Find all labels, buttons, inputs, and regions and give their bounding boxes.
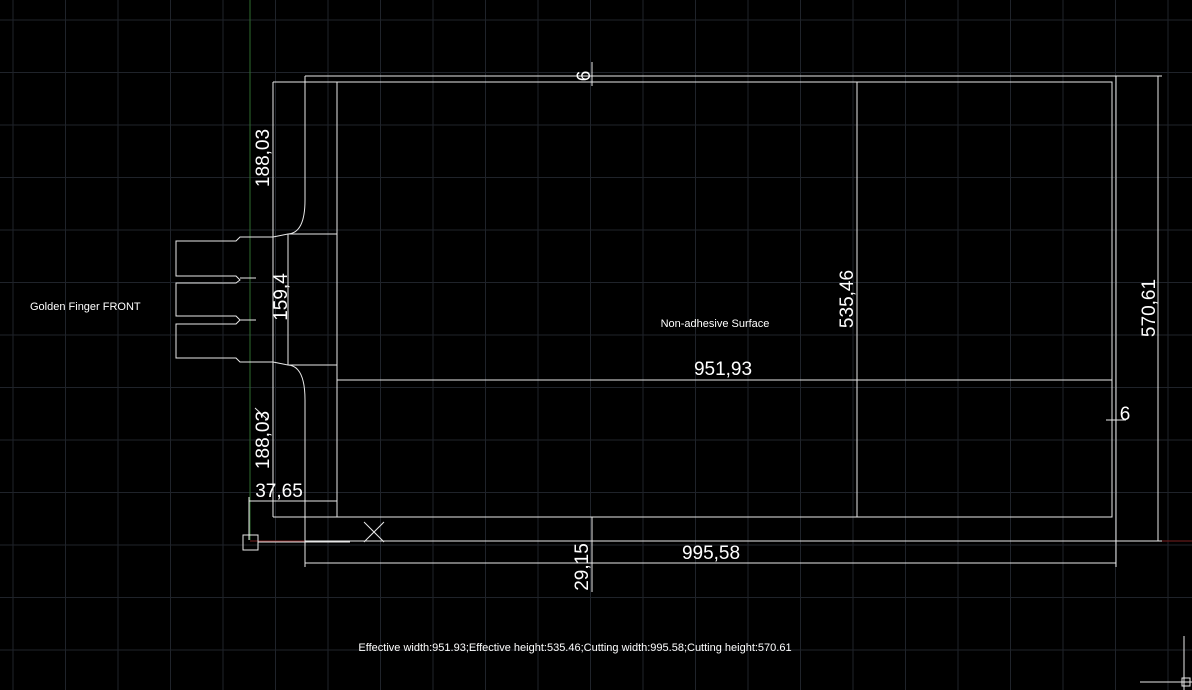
dim-effective-width: 951,93 bbox=[694, 359, 752, 380]
golden-finger-label: Golden Finger FRONT bbox=[30, 301, 141, 313]
dim-left-margin: 37,65 bbox=[255, 481, 303, 502]
golden-finger-outline[interactable] bbox=[287, 233, 337, 366]
dim-right-margin: 6 bbox=[1120, 404, 1131, 425]
dim-finger-height: 159,4 bbox=[271, 273, 292, 321]
dim-bottom-offset: 29,15 bbox=[572, 543, 593, 591]
cutting-outline[interactable] bbox=[305, 75, 1117, 542]
summary-label: Effective width:951.93;Effective height:… bbox=[358, 642, 791, 654]
dim-upper-offset: 188,03 bbox=[253, 129, 274, 187]
cutting-outline-upper-fillet bbox=[287, 199, 306, 235]
non-adhesive-label: Non-adhesive Surface bbox=[661, 318, 770, 330]
dim-lower-offset: 188,03 bbox=[253, 411, 274, 469]
cutting-outline-lower-fillet bbox=[287, 364, 306, 401]
dim-effective-height: 535,46 bbox=[837, 270, 858, 328]
golden-finger-tabs[interactable] bbox=[175, 236, 273, 363]
golden-finger-bottom-link bbox=[272, 361, 289, 366]
cursor-cross-b bbox=[363, 521, 385, 543]
dim-cutting-height: 570,61 bbox=[1139, 279, 1160, 337]
ucs-tick-mark bbox=[254, 407, 269, 421]
dim-cutting-width: 995,58 bbox=[682, 543, 740, 564]
effective-area[interactable] bbox=[336, 81, 1113, 518]
golden-finger-top-link bbox=[272, 233, 289, 238]
dim-top-margin: 6 bbox=[574, 71, 595, 82]
